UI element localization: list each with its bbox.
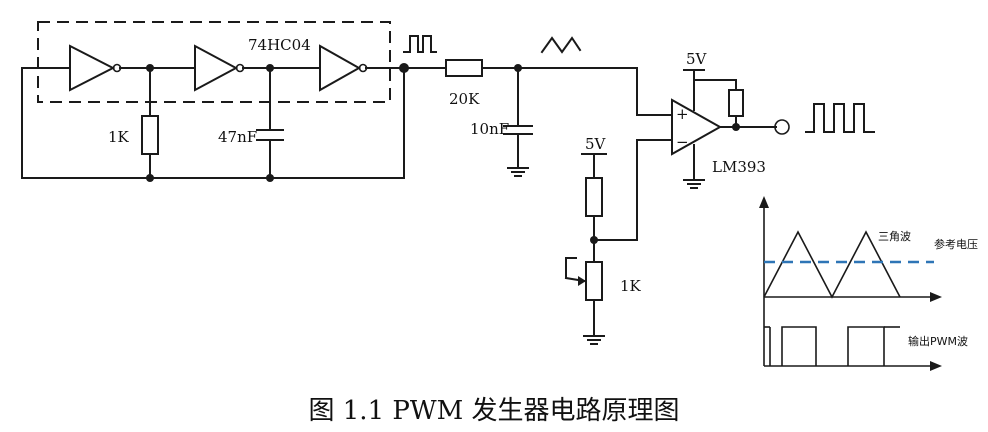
pwm-pulse: [847, 326, 885, 366]
resistor-20k: [445, 59, 483, 77]
pwm-output-wave-icon: [805, 103, 875, 133]
ic-dashed-boundary: [37, 21, 391, 103]
potentiometer-1k: [585, 261, 603, 301]
junction-dot: [732, 123, 740, 131]
pot-wiper-wire: [565, 257, 577, 279]
comparator-minus-sign: −: [676, 133, 689, 151]
label-vcc-ref: 5V: [585, 135, 607, 153]
capacitor-47nf: [256, 129, 284, 141]
label-pot: 1K: [620, 277, 642, 295]
figure-caption: 图 1.1 PWM 发生器电路原理图: [309, 396, 680, 426]
ground-icon: [507, 167, 529, 177]
pwm-pulse: [781, 326, 817, 366]
label-r-feedback: 1K: [108, 128, 130, 146]
comparator-plus-sign: +: [676, 105, 689, 123]
junction-dot: [266, 64, 274, 72]
junction-dot: [399, 63, 409, 73]
label-vcc-top: 5V: [686, 50, 708, 68]
divider-resistor: [585, 177, 603, 217]
inverter-2: [194, 44, 245, 92]
pullup-resistor: [728, 89, 744, 117]
label-triangle: 三角波: [878, 230, 911, 243]
inverter-1: [69, 44, 122, 92]
pot-wiper-arrowhead: [578, 276, 586, 286]
square-wave-icon: [403, 35, 437, 53]
label-c-filter: 10nF: [470, 120, 509, 138]
junction-dot: [266, 174, 274, 182]
triangle-wave-trace: [763, 230, 901, 299]
label-reference: 参考电压: [934, 237, 978, 251]
waveform-inset: 三角波 参考电压 输出PWM波: [759, 196, 978, 371]
junction-dot: [146, 64, 154, 72]
ground-icon: [583, 335, 605, 345]
label-c-timing: 47nF: [218, 128, 257, 146]
inverter-3: [319, 44, 368, 92]
ground-icon: [683, 179, 705, 189]
label-r-series: 20K: [449, 90, 480, 108]
label-comparator: LM393: [712, 158, 766, 176]
oscillator-wires: [21, 67, 447, 179]
triangle-wave-icon: [540, 36, 582, 54]
comparator-lm393: [671, 98, 723, 156]
output-terminal: [774, 119, 790, 135]
junction-dot: [146, 174, 154, 182]
label-chip: 74HC04: [248, 36, 311, 54]
resistor-1k-feedback: [141, 115, 159, 155]
label-pwm-out: 输出PWM波: [908, 334, 968, 348]
